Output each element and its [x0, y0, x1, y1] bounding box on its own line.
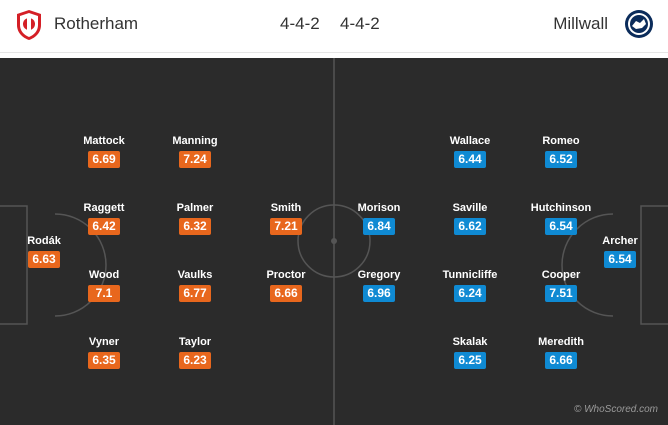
player-name: Romeo [542, 135, 580, 147]
player-rating: 6.63 [28, 251, 60, 268]
player-name: Morison [357, 202, 401, 214]
player-rating: 6.25 [454, 352, 486, 369]
away-player-saville[interactable]: Saville 6.62 [435, 202, 505, 235]
player-rating: 6.66 [270, 285, 302, 302]
player-rating: 6.24 [454, 285, 486, 302]
player-name: Wood [88, 269, 120, 281]
player-name: Archer [602, 235, 638, 247]
home-player-wood[interactable]: Wood 7.1 [69, 269, 139, 302]
pitch: Rodák 6.63 Mattock 6.69 Raggett 6.42 Woo… [0, 58, 668, 425]
player-rating: 7.1 [88, 285, 120, 302]
away-team-name[interactable]: Millwall [553, 14, 608, 33]
player-name: Skalak [452, 336, 488, 348]
player-name: Cooper [541, 269, 581, 281]
player-rating: 6.69 [88, 151, 120, 168]
away-player-morison[interactable]: Morison 6.84 [344, 202, 414, 235]
rotherham-crest-icon[interactable] [15, 9, 43, 41]
player-rating: 6.52 [545, 151, 577, 168]
player-rating: 6.44 [454, 151, 486, 168]
player-rating: 6.84 [363, 218, 395, 235]
player-rating: 6.42 [88, 218, 120, 235]
player-name: Wallace [449, 135, 491, 147]
millwall-crest-icon[interactable] [624, 9, 654, 39]
home-player-proctor[interactable]: Proctor 6.66 [251, 269, 321, 302]
player-name: Hutchinson [530, 202, 592, 214]
player-name: Tunnicliffe [442, 269, 498, 281]
player-rating: 6.35 [88, 352, 120, 369]
player-name: Manning [172, 135, 218, 147]
away-player-wallace[interactable]: Wallace 6.44 [435, 135, 505, 168]
player-name: Vyner [88, 336, 120, 348]
player-rating: 6.96 [363, 285, 395, 302]
player-name: Rodák [27, 235, 61, 247]
player-name: Gregory [357, 269, 401, 281]
away-player-skalak[interactable]: Skalak 6.25 [435, 336, 505, 369]
home-player-smith[interactable]: Smith 7.21 [251, 202, 321, 235]
away-player-hutchinson[interactable]: Hutchinson 6.54 [526, 202, 596, 235]
player-name: Proctor [266, 269, 306, 281]
whoscored-watermark: © WhoScored.com [573, 404, 658, 415]
player-rating: 6.66 [545, 352, 577, 369]
away-player-romeo[interactable]: Romeo 6.52 [526, 135, 596, 168]
home-player-raggett[interactable]: Raggett 6.42 [69, 202, 139, 235]
player-name: Taylor [178, 336, 212, 348]
away-player-archer[interactable]: Archer 6.54 [585, 235, 655, 268]
player-name: Raggett [83, 202, 125, 214]
player-name: Mattock [83, 135, 125, 147]
away-player-meredith[interactable]: Meredith 6.66 [526, 336, 596, 369]
home-player-vaulks[interactable]: Vaulks 6.77 [160, 269, 230, 302]
match-header: Rotherham 4-4-2 4-4-2 Millwall [0, 0, 668, 52]
player-name: Meredith [538, 336, 584, 348]
player-rating: 6.62 [454, 218, 486, 235]
player-rating: 6.23 [179, 352, 211, 369]
player-name: Palmer [176, 202, 214, 214]
player-rating: 7.21 [270, 218, 302, 235]
player-rating: 6.77 [179, 285, 211, 302]
player-rating: 7.24 [179, 151, 211, 168]
player-rating: 6.32 [179, 218, 211, 235]
away-player-gregory[interactable]: Gregory 6.96 [344, 269, 414, 302]
player-name: Saville [452, 202, 488, 214]
home-player-rodak[interactable]: Rodák 6.63 [9, 235, 79, 268]
player-rating: 7.51 [545, 285, 577, 302]
home-player-palmer[interactable]: Palmer 6.32 [160, 202, 230, 235]
player-rating: 6.54 [545, 218, 577, 235]
away-player-cooper[interactable]: Cooper 7.51 [526, 269, 596, 302]
player-name: Vaulks [177, 269, 213, 281]
player-name: Smith [270, 202, 302, 214]
home-player-manning[interactable]: Manning 7.24 [160, 135, 230, 168]
header-divider [0, 52, 668, 53]
pitch-markings [0, 58, 668, 425]
home-formation: 4-4-2 [280, 14, 320, 33]
home-team-name[interactable]: Rotherham [54, 14, 139, 33]
away-player-tunnicliffe[interactable]: Tunnicliffe 6.24 [435, 269, 505, 302]
home-player-mattock[interactable]: Mattock 6.69 [69, 135, 139, 168]
home-player-vyner[interactable]: Vyner 6.35 [69, 336, 139, 369]
player-rating: 6.54 [604, 251, 636, 268]
away-formation: 4-4-2 [340, 14, 380, 33]
home-player-taylor[interactable]: Taylor 6.23 [160, 336, 230, 369]
